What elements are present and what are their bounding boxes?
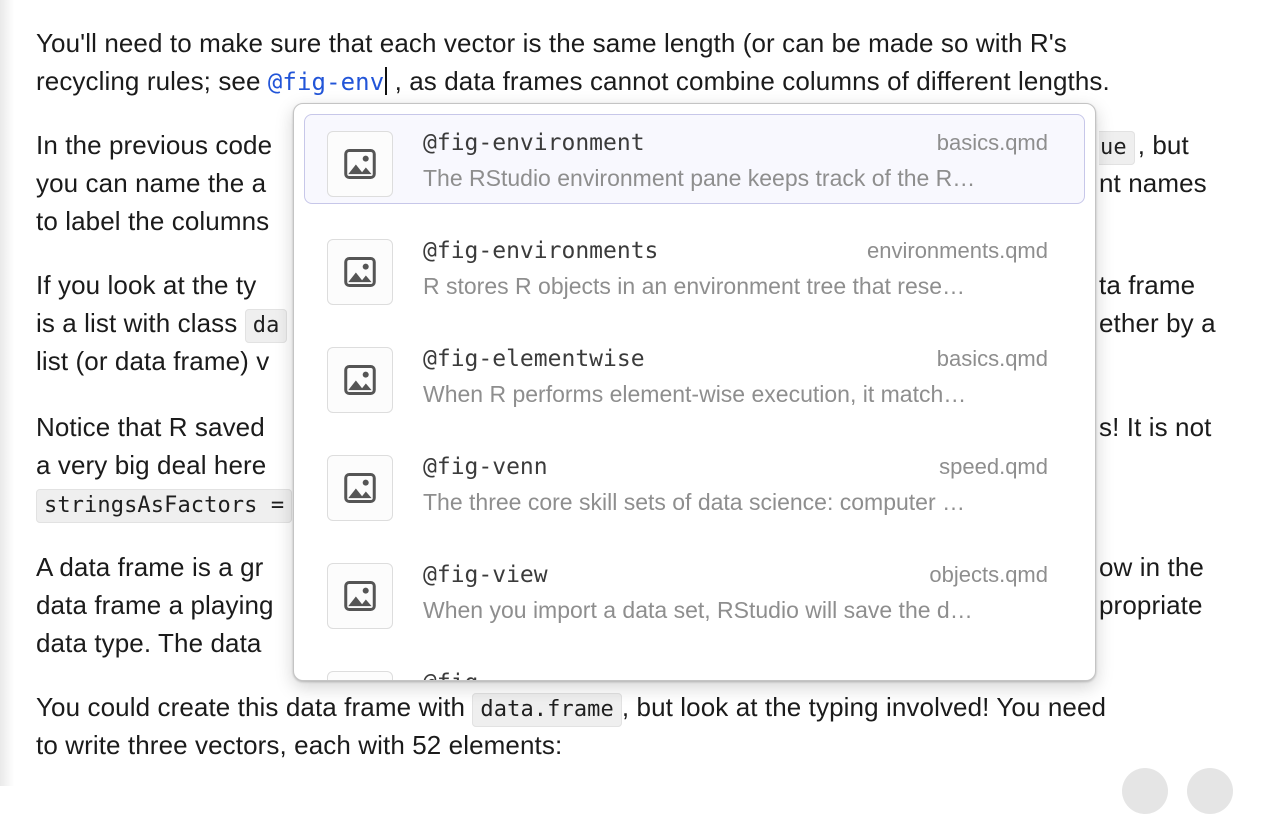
completion-label: @fig-environment: [423, 130, 645, 156]
completion-item-fig-view[interactable]: @fig-view objects.qmd When you import a …: [304, 546, 1085, 654]
inline-code: ue: [1099, 131, 1135, 165]
completion-label: @fig-environments: [423, 238, 659, 264]
image-icon: [327, 563, 393, 629]
image-icon: [327, 239, 393, 305]
completion-file: basics.qmd: [936, 130, 1048, 155]
window-edge: [0, 0, 14, 786]
completion-description: The three core skill sets of data scienc…: [423, 489, 966, 515]
editor-fab-left-button[interactable]: [1122, 768, 1168, 814]
doc-line: to label the columns: [36, 206, 270, 236]
completion-item-partial[interactable]: @fig-: [304, 654, 1085, 680]
completion-description: R stores R objects in an environment tre…: [423, 273, 966, 299]
editor-fab-right-button[interactable]: [1187, 768, 1233, 814]
doc-line-fragment: ue, but: [1099, 126, 1189, 165]
doc-line: stringsAsFactors =: [36, 484, 293, 523]
completion-label: @fig-elementwise: [423, 346, 645, 372]
image-icon: [327, 455, 393, 521]
completion-file: basics.qmd: [936, 346, 1048, 371]
crossref-completion-popup: @fig-environment basics.qmd The RStudio …: [293, 103, 1096, 681]
inline-code: data.frame: [472, 693, 622, 727]
completion-file: objects.qmd: [929, 562, 1048, 587]
completion-label: @fig-view: [423, 562, 548, 588]
completion-description: The RStudio environment pane keeps track…: [423, 165, 976, 191]
document-body[interactable]: You'll need to make sure that each vecto…: [0, 0, 1268, 786]
doc-line: is a list with class da: [36, 304, 288, 343]
doc-line: You could create this data frame with da…: [36, 688, 1106, 727]
doc-line: In the previous code: [36, 130, 273, 160]
completion-item-fig-environments[interactable]: @fig-environments environments.qmd R sto…: [304, 222, 1085, 330]
completion-item-fig-venn[interactable]: @fig-venn speed.qmd The three core skill…: [304, 438, 1085, 546]
doc-line: you can name the a: [36, 168, 267, 198]
completion-description: When you import a data set, RStudio will…: [423, 597, 973, 623]
doc-line: recycling rules; see @fig-env , as data …: [36, 66, 1110, 96]
text-cursor: [385, 67, 388, 95]
completion-item-fig-elementwise[interactable]: @fig-elementwise basics.qmd When R perfo…: [304, 330, 1085, 438]
inline-code: da: [244, 309, 288, 343]
completion-label: @fig-: [423, 670, 492, 680]
doc-line: data frame a playing: [36, 590, 274, 620]
doc-line-fragment: nt names: [1099, 168, 1207, 198]
crossref-token[interactable]: @fig-env: [267, 68, 385, 96]
doc-line: A data frame is a gr: [36, 552, 264, 582]
doc-line-fragment: ether by a: [1099, 308, 1216, 338]
image-icon: [327, 671, 393, 680]
completion-file: environments.qmd: [867, 238, 1048, 263]
image-icon: [327, 347, 393, 413]
doc-line: Notice that R saved: [36, 412, 265, 442]
image-icon: [327, 131, 393, 197]
doc-line: list (or data frame) v: [36, 346, 270, 376]
completion-item-fig-environment[interactable]: @fig-environment basics.qmd The RStudio …: [304, 114, 1085, 204]
doc-line-fragment: ow in the: [1099, 552, 1204, 582]
doc-line: data type. The data: [36, 628, 262, 658]
doc-line: to write three vectors, each with 52 ele…: [36, 730, 563, 760]
completion-file: speed.qmd: [939, 454, 1048, 479]
doc-line-fragment: ta frame: [1099, 270, 1196, 300]
doc-line-fragment: propriate: [1099, 590, 1203, 620]
doc-line: If you look at the ty: [36, 270, 257, 300]
completion-label: @fig-venn: [423, 454, 548, 480]
doc-line: a very big deal here: [36, 450, 267, 480]
doc-line-fragment: s! It is not: [1099, 412, 1212, 442]
inline-code: stringsAsFactors =: [36, 489, 293, 523]
completion-description: When R performs element-wise execution, …: [423, 381, 967, 407]
doc-line: You'll need to make sure that each vecto…: [36, 28, 1067, 58]
